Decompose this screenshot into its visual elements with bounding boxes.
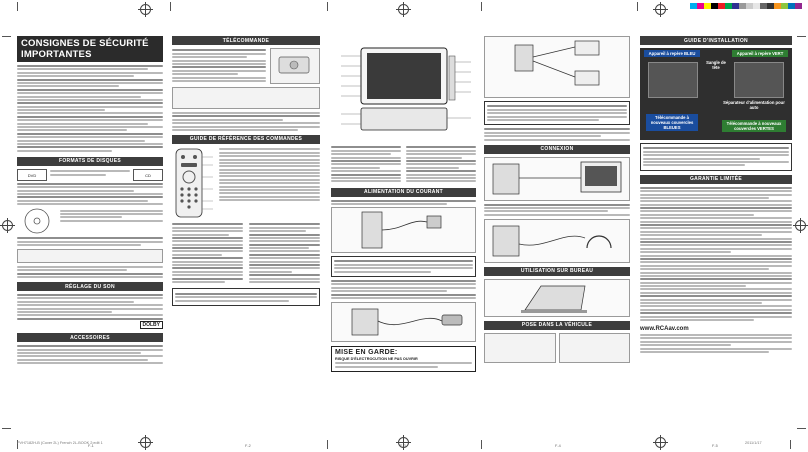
crop-mark xyxy=(797,428,806,429)
crop-mark xyxy=(481,2,482,11)
ac-note-box xyxy=(331,256,476,278)
label-green-unit: Appareil à repère VERT xyxy=(732,50,788,57)
registration-form xyxy=(640,333,792,353)
warning-box: MISE EN GARDE: RISQUE D'ÉLECTROCUTION NE… xyxy=(331,345,476,373)
remote-note-box xyxy=(172,288,320,306)
registration-mark-top-left xyxy=(138,2,153,17)
tv-connection-figure xyxy=(484,156,630,201)
label-green-remote: Télécommande à nouveaux couvercles VERTE… xyxy=(722,120,786,132)
headphone-figure xyxy=(484,218,630,263)
crop-mark xyxy=(797,36,806,37)
chapter-diagram xyxy=(17,248,163,263)
remote-control-icon xyxy=(175,148,213,218)
column-remote: TÉLÉCOMMANDE GUIDE DE RÉFÉRENCE DES COMM… xyxy=(172,36,320,431)
section-bureau: UTILISATION SUR BUREAU xyxy=(484,266,630,276)
crop-mark xyxy=(637,2,638,11)
section-alimentation: ALIMENTATION DU COURANT xyxy=(331,187,476,197)
footer-date: 2011/1/17 xyxy=(745,441,762,445)
connection-note-box xyxy=(484,101,630,126)
section-reglage: RÉGLAGE DU SON xyxy=(17,282,163,292)
registration-mark-top-right xyxy=(653,2,668,17)
install-note-box xyxy=(640,143,792,171)
registration-mark-left-mid xyxy=(0,218,15,233)
crop-mark xyxy=(2,36,11,37)
main-title: CONSIGNES DE SÉCURITÉ IMPORTANTES xyxy=(17,36,163,62)
disc-diagram xyxy=(17,208,163,234)
crop-mark xyxy=(327,440,328,449)
column-safety: CONSIGNES DE SÉCURITÉ IMPORTANTES FORMAT… xyxy=(17,36,163,431)
dolby-logo: DOLBY xyxy=(139,321,163,330)
desk-use-figure xyxy=(484,278,630,317)
blue-unit-image xyxy=(648,62,698,98)
section-garantie: GARANTIE LIMITÉE xyxy=(640,174,792,184)
car-adapter-figure xyxy=(331,301,476,342)
crop-mark xyxy=(170,2,171,11)
registration-mark-bottom-center xyxy=(396,435,411,450)
color-calibration-bar xyxy=(690,3,802,9)
player-diagram xyxy=(341,47,471,131)
crop-mark xyxy=(17,440,18,449)
page-number: F-5 xyxy=(712,444,718,448)
green-unit-image xyxy=(734,62,784,98)
section-installation: GUIDE D'INSTALLATION xyxy=(640,36,792,45)
remote-battery-figure xyxy=(270,48,320,84)
section-connexion: CONNEXION xyxy=(484,144,630,154)
website-url: www.RCAav.com xyxy=(640,325,689,332)
ac-adapter-figure xyxy=(331,207,476,254)
headrest-figure-right xyxy=(558,332,630,363)
page-number: F-4 xyxy=(555,444,561,448)
label-blue-remote: Télécommande à nouveaux couvercles BLEUE… xyxy=(646,114,698,131)
warning-subtitle: RISQUE D'ÉLECTROCUTION NE PAS OUVRIR xyxy=(335,356,418,361)
page-number: F-2 xyxy=(245,444,251,448)
install-diagram: Appareil à repère BLEU Appareil à repère… xyxy=(640,48,792,140)
crop-mark xyxy=(17,2,18,11)
crop-mark xyxy=(481,440,482,449)
warning-title: MISE EN GARDE: xyxy=(335,348,398,356)
registration-mark-top-center xyxy=(396,2,411,17)
registration-mark-bottom-right xyxy=(653,435,668,450)
crop-mark xyxy=(2,428,11,429)
label-blue-unit: Appareil à repère BLEU xyxy=(644,50,700,57)
safety-instructions xyxy=(17,65,163,152)
section-accessoires: ACCESSOIRES xyxy=(17,333,163,343)
crop-mark xyxy=(327,2,328,11)
section-pose: POSE DANS LA VÉHICULE xyxy=(484,320,630,330)
disc-icon xyxy=(24,208,50,234)
section-guide: GUIDE DE RÉFÉRENCE DES COMMANDES xyxy=(172,134,320,144)
crop-mark xyxy=(790,440,791,449)
splitter-figure xyxy=(484,36,630,98)
footer-file-info: PVH7182H-B (Cover 2L) French 2L-BOOK 2:e… xyxy=(17,441,103,445)
headrest-figure-left xyxy=(484,332,556,363)
page-number: F-3 xyxy=(400,444,406,448)
disc-format-logos: DVD CD xyxy=(17,168,163,181)
battery-insert-figure xyxy=(172,87,320,109)
label-power-splitter: Séparateur d'alimentation pour auto xyxy=(723,100,785,110)
page-number: F-1 xyxy=(88,444,94,448)
column-install: GUIDE D'INSTALLATION Appareil à repère B… xyxy=(640,36,792,431)
registration-mark-bottom-left xyxy=(138,435,153,450)
warranty-text xyxy=(640,186,792,321)
section-telecommande: TÉLÉCOMMANDE xyxy=(172,36,320,45)
column-player: ALIMENTATION DU COURANT MISE xyxy=(331,36,476,431)
registration-mark-right-mid xyxy=(793,218,808,233)
label-head-strap: Sangle de tête xyxy=(706,60,726,70)
section-formats: FORMATS DE DISQUES xyxy=(17,156,163,166)
column-connection: CONNEXION UTILISATION SUR BUREAU xyxy=(484,36,630,431)
